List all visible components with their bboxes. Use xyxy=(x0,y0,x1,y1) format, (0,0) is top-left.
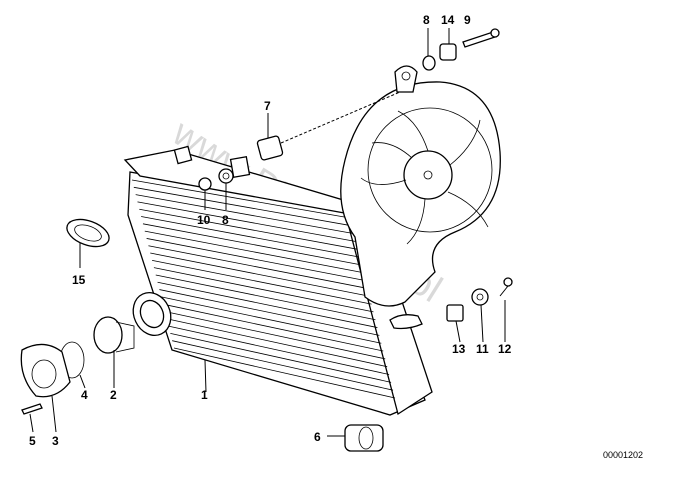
callout-14: 14 xyxy=(441,13,455,27)
leader-lines xyxy=(29,28,506,437)
radiator-fin xyxy=(159,289,380,336)
radiator-fin xyxy=(172,340,394,391)
part-3-cover xyxy=(20,343,71,398)
reference-code: 00001202 xyxy=(603,450,643,460)
radiator-fin xyxy=(135,194,354,235)
radiator-fin xyxy=(144,230,364,274)
callout-3: 3 xyxy=(52,434,59,448)
radiator-fin xyxy=(173,347,396,399)
callout-8-top: 8 xyxy=(423,13,430,27)
callout-6: 6 xyxy=(314,430,321,444)
radiator-fin xyxy=(166,318,388,368)
callout-4: 4 xyxy=(81,388,88,402)
part-13-bracket xyxy=(446,304,464,322)
callout-9: 9 xyxy=(464,13,471,27)
callout-12: 12 xyxy=(498,342,512,356)
radiator-fin xyxy=(168,325,390,375)
radiator-fin xyxy=(133,186,353,227)
part-6-bushing xyxy=(344,424,384,452)
radiator-fin xyxy=(142,223,362,266)
callout-13: 13 xyxy=(452,342,466,356)
part-2-thermostat xyxy=(93,316,135,354)
radiator-fin xyxy=(153,267,374,313)
part-7-rubber-mount xyxy=(256,91,401,161)
radiator-fin xyxy=(141,216,360,258)
callout-7: 7 xyxy=(264,99,271,113)
part-5-bolt xyxy=(21,403,43,415)
fan-assembly xyxy=(340,65,501,307)
radiator-fin xyxy=(161,296,382,344)
radiator-fin xyxy=(150,252,370,297)
callout-11: 11 xyxy=(476,342,489,356)
radiator-fin xyxy=(152,259,372,305)
parts-8-14-9-top xyxy=(422,28,500,71)
radiator-fin xyxy=(164,311,386,360)
radiator-fin xyxy=(148,245,368,289)
callout-5: 5 xyxy=(29,434,36,448)
callout-2: 2 xyxy=(110,388,117,402)
radiator-fin xyxy=(139,208,358,250)
radiator-fin xyxy=(157,281,378,328)
callout-labels: 1 2 3 4 5 6 7 8 9 10 8 11 12 13 14 15 xyxy=(29,13,512,448)
radiator-fin xyxy=(137,201,356,242)
radiator-fin xyxy=(131,179,351,219)
callout-10: 10 xyxy=(197,213,211,227)
callout-15: 15 xyxy=(72,273,86,287)
callout-1: 1 xyxy=(201,388,208,402)
part-15-hose-clamp xyxy=(66,218,110,248)
part-12-screw xyxy=(499,277,513,297)
callout-8-mid: 8 xyxy=(222,213,229,227)
radiator-fin xyxy=(146,238,366,282)
radiator-core xyxy=(123,145,433,416)
radiator-fin xyxy=(155,274,376,321)
radiator-fin xyxy=(170,333,392,383)
radiator-fin xyxy=(162,303,384,352)
